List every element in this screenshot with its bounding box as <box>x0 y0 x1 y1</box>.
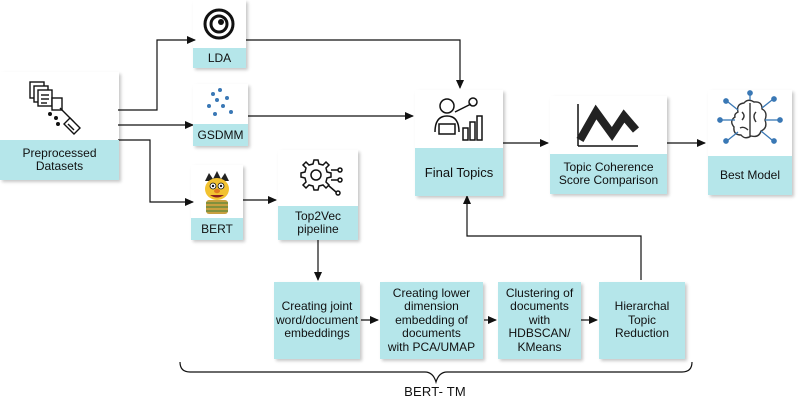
preprocessed-datasets-label: Preprocessed Datasets <box>0 140 119 180</box>
lda-ring-icon <box>193 0 246 48</box>
pipeline-step-topic-reduction: Hierarchal Topic Reduction <box>599 282 685 359</box>
coherence-label: Topic Coherence Score Comparison <box>550 154 667 194</box>
zigzag-chart-icon <box>550 96 667 154</box>
group-brace <box>179 361 693 385</box>
arrow-lda-to-final-topics <box>246 39 464 89</box>
top2vec-label: Top2Vec pipeline <box>278 206 358 240</box>
scatter-dots-icon <box>193 84 248 124</box>
brain-circuit-icon <box>708 90 792 156</box>
bert-label: BERT <box>191 218 243 240</box>
best-model-node: Best Model <box>708 90 792 195</box>
pipeline-step-lower-dimension: Creating lower dimension embedding of do… <box>380 282 483 359</box>
lda-label: LDA <box>193 48 246 68</box>
final-topics-label: Final Topics <box>415 148 503 196</box>
analytics-person-icon <box>415 90 503 148</box>
arrow-reduction-to-final-topics <box>463 195 642 280</box>
coherence-node: Topic Coherence Score Comparison <box>550 96 667 194</box>
best-model-label: Best Model <box>708 156 792 195</box>
preprocessed-datasets-node: Preprocessed Datasets <box>0 72 119 180</box>
pipeline-step-clustering: Clustering of documents with HDBSCAN/ KM… <box>498 282 581 359</box>
top2vec-node: Top2Vec pipeline <box>278 150 358 240</box>
bert-muppet-icon <box>191 165 243 218</box>
arrow-preprocessed-to-lda <box>118 36 196 111</box>
final-topics-node: Final Topics <box>415 90 503 196</box>
arrow-preprocessed-to-bert <box>118 139 194 206</box>
pipeline-step-joint-embeddings: Creating joint word/document embeddings <box>274 282 360 359</box>
lda-node: LDA <box>193 0 246 68</box>
bert-tm-group-label: BERT- TM <box>404 384 466 399</box>
gsdmm-label: GSDMM <box>193 124 248 146</box>
gear-network-icon <box>278 150 358 206</box>
bert-node: BERT <box>191 165 243 240</box>
gsdmm-node: GSDMM <box>193 84 248 146</box>
dataset-cleaning-icon <box>0 72 119 140</box>
